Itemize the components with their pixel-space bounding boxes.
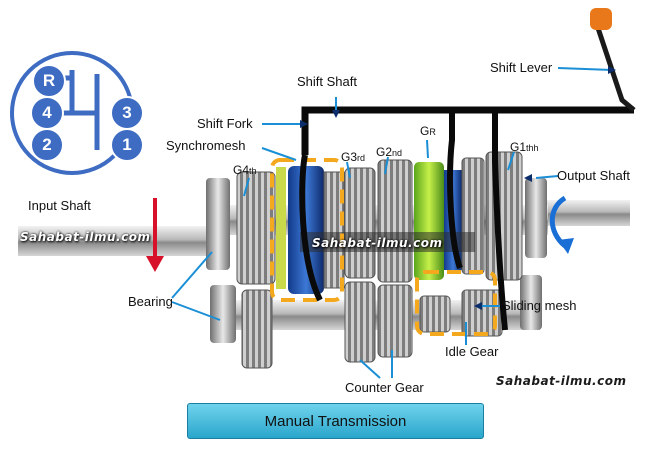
label-bearing: Bearing bbox=[128, 294, 173, 309]
title-box: Manual Transmission bbox=[187, 403, 484, 439]
label-gear-reverse-base: G bbox=[420, 124, 430, 138]
shift-pattern-2-label: 2 bbox=[42, 135, 52, 154]
bearing-counter bbox=[210, 285, 236, 343]
counter-gear-2 bbox=[377, 284, 413, 358]
label-gear-reverse-sub: R bbox=[429, 127, 436, 137]
gear-3rd bbox=[344, 167, 376, 279]
label-shift-shaft: Shift Shaft bbox=[297, 74, 357, 89]
label-gear-2nd-sub: nd bbox=[392, 148, 403, 158]
shift-pattern-1: 1 bbox=[110, 128, 144, 162]
shift-pattern-reverse: R bbox=[32, 64, 66, 98]
output-rotation-arrowhead bbox=[558, 238, 574, 254]
label-gear-4th-base: G4 bbox=[233, 163, 250, 177]
label-gear-1st-sub: thh bbox=[526, 143, 539, 153]
shift-fork-1 bbox=[299, 154, 323, 302]
counter-gear-3 bbox=[344, 281, 376, 363]
shift-pattern-3-label: 3 bbox=[122, 103, 132, 122]
label-gear-4th: G4th bbox=[233, 163, 257, 177]
leader-arrowheads bbox=[300, 66, 616, 310]
label-gear-3rd: G3rd bbox=[341, 150, 365, 164]
shift-pattern-1-label: 1 bbox=[122, 135, 132, 154]
shift-fork-3 bbox=[492, 110, 508, 331]
label-gear-3rd-sub: rd bbox=[357, 153, 366, 163]
label-idle-gear: Idle Gear bbox=[445, 344, 499, 359]
diagram-title: Manual Transmission bbox=[264, 412, 407, 430]
input-shaft bbox=[18, 226, 228, 256]
shift-lever-knob bbox=[590, 8, 612, 30]
label-gear-2nd-base: G2 bbox=[376, 145, 393, 159]
shift-pattern-4-label: 4 bbox=[42, 103, 52, 122]
label-shift-fork: Shift Fork bbox=[197, 116, 253, 131]
label-gear-reverse: GR bbox=[420, 124, 436, 138]
bearing-front bbox=[206, 178, 230, 270]
shift-shaft bbox=[301, 106, 634, 155]
shift-pattern-3: 3 bbox=[110, 96, 144, 130]
shift-pattern-4: 4 bbox=[30, 96, 64, 130]
label-input-shaft: Input Shaft bbox=[28, 198, 91, 213]
label-counter-gear: Counter Gear bbox=[345, 380, 424, 395]
gear-reverse bbox=[461, 157, 485, 275]
label-shift-lever: Shift Lever bbox=[490, 60, 553, 75]
label-gear-1st-base: G1 bbox=[510, 140, 527, 154]
shift-lever bbox=[595, 27, 636, 112]
idle-gear bbox=[419, 295, 451, 333]
gear-4th bbox=[236, 171, 276, 285]
gear-4th-ring bbox=[276, 167, 286, 289]
label-gear-4th-sub: th bbox=[249, 166, 257, 176]
label-gear-2nd: G2nd bbox=[376, 145, 402, 159]
shift-fork-2 bbox=[447, 110, 463, 270]
sliding-mesh-highlight bbox=[415, 270, 497, 336]
watermark-input-shaft: Sahabat-ilmu.com bbox=[20, 230, 151, 244]
gear-3rd-hub bbox=[323, 171, 345, 289]
bearing-rear bbox=[525, 178, 547, 258]
bearing-rear-counter bbox=[520, 275, 542, 330]
input-rotation-arrow bbox=[146, 198, 164, 272]
shift-pattern-reverse-label: R bbox=[42, 71, 56, 90]
label-output-shaft: Output Shaft bbox=[557, 168, 630, 183]
shift-pattern-2: 2 bbox=[30, 128, 64, 162]
watermark-main-shaft: Sahabat-ilmu.com bbox=[312, 236, 443, 250]
watermark-corner: Sahabat-ilmu.com bbox=[496, 374, 627, 388]
label-sliding-mesh: Sliding mesh bbox=[502, 298, 577, 313]
label-gear-1st: G1thh bbox=[510, 140, 539, 154]
counter-gear-4 bbox=[241, 289, 273, 369]
gear-2nd bbox=[377, 159, 413, 283]
label-synchromesh: Synchromesh bbox=[166, 138, 246, 153]
gear-1st bbox=[485, 151, 523, 281]
label-gear-3rd-base: G3 bbox=[341, 150, 358, 164]
synchromesh-sleeve-2 bbox=[414, 162, 444, 280]
